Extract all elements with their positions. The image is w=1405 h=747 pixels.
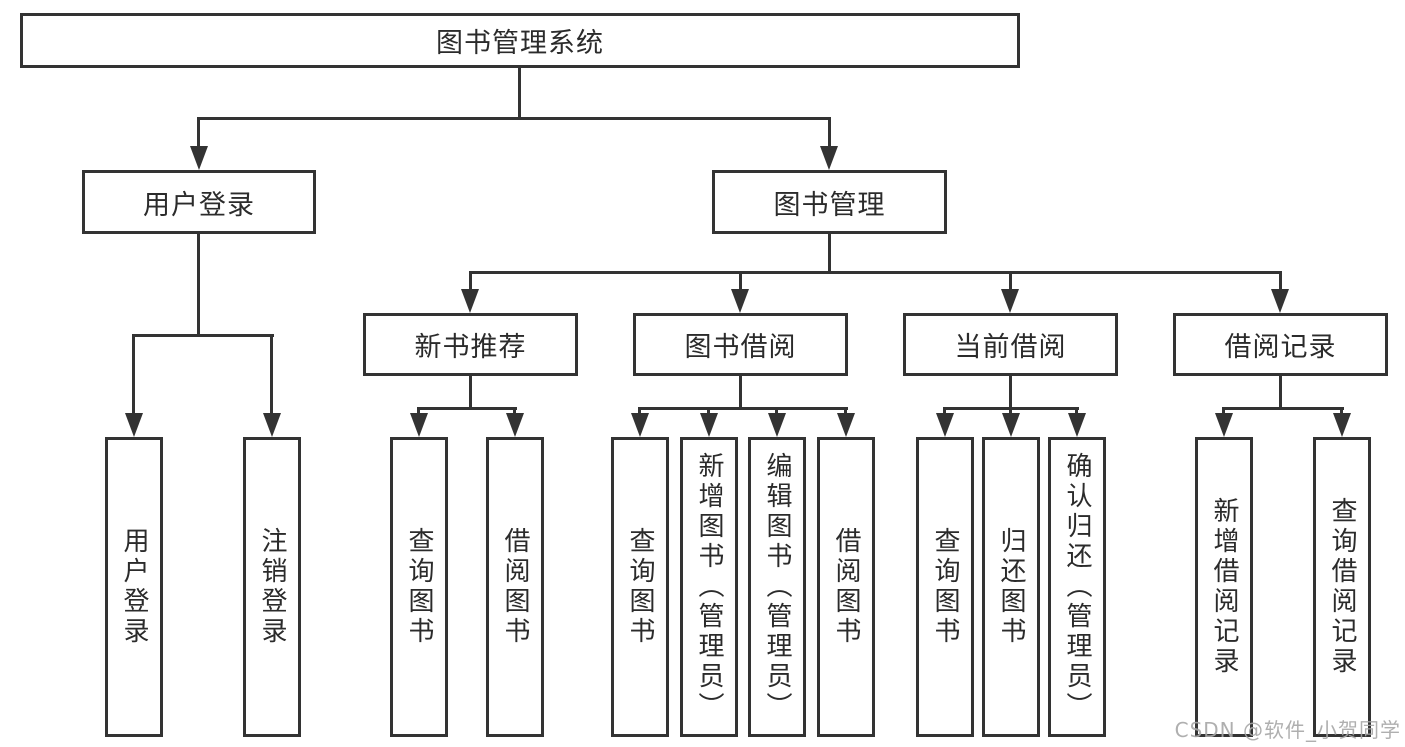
connector-stem (1279, 271, 1282, 292)
connector-stem (739, 271, 742, 292)
leaf-confirm-return-admin-label: 确认归还（管理员） (1062, 452, 1092, 722)
connector-stem (638, 407, 641, 416)
arrowhead-icon (125, 413, 143, 437)
leaf-query-books-borrow-label: 查询图书 (625, 527, 655, 647)
node-book-borrow-label: 图书借阅 (684, 332, 797, 363)
node-new-book-recommend: 新书推荐 (363, 313, 578, 376)
connector-vline (1279, 376, 1282, 407)
node-new-book-recommend-label: 新书推荐 (414, 332, 527, 363)
leaf-query-books-recommend: 查询图书 (390, 437, 448, 737)
arrowhead-icon (1271, 289, 1289, 313)
node-borrow-records-label: 借阅记录 (1224, 332, 1337, 363)
connector-stem (270, 334, 273, 416)
node-root-system: 图书管理系统 (20, 13, 1020, 68)
node-current-borrow: 当前借阅 (903, 313, 1118, 376)
connector-hline (132, 334, 274, 337)
leaf-logout: 注销登录 (243, 437, 301, 737)
arrowhead-icon (1068, 413, 1086, 437)
connector-vline (1009, 376, 1012, 407)
node-user-login-label: 用户登录 (143, 189, 255, 221)
node-current-borrow-label: 当前借阅 (954, 332, 1067, 363)
arrowhead-icon (1002, 413, 1020, 437)
leaf-query-borrow-record: 查询借阅记录 (1313, 437, 1371, 737)
leaf-borrow-books: 借阅图书 (817, 437, 875, 737)
leaf-edit-books-admin-label: 编辑图书（管理员） (762, 452, 792, 722)
connector-hline (638, 407, 848, 410)
node-borrow-records: 借阅记录 (1173, 313, 1388, 376)
connector-stem (513, 407, 516, 416)
leaf-return-books-label: 归还图书 (996, 527, 1026, 647)
leaf-user-login-label: 用户登录 (119, 527, 149, 647)
arrowhead-icon (410, 413, 428, 437)
arrowhead-icon (631, 413, 649, 437)
leaf-add-books-admin-label: 新增图书（管理员） (694, 452, 724, 722)
connector-stem (1222, 407, 1225, 416)
arrowhead-icon (190, 146, 208, 170)
connector-stem (775, 407, 778, 416)
leaf-query-books-current: 查询图书 (916, 437, 974, 737)
connector-hline (197, 117, 831, 120)
node-user-login: 用户登录 (82, 170, 316, 234)
connector-stem (1009, 271, 1012, 292)
arrowhead-icon (837, 413, 855, 437)
arrowhead-icon (936, 413, 954, 437)
connector-stem (828, 117, 831, 148)
leaf-edit-books-admin: 编辑图书（管理员） (748, 437, 806, 737)
connector-vline (518, 68, 521, 117)
leaf-add-books-admin: 新增图书（管理员） (680, 437, 738, 737)
connector-stem (417, 407, 420, 416)
leaf-query-borrow-record-label: 查询借阅记录 (1327, 497, 1357, 677)
connector-stem (943, 407, 946, 416)
connector-stem (469, 271, 472, 292)
leaf-user-login: 用户登录 (105, 437, 163, 737)
connector-stem (844, 407, 847, 416)
connector-vline (739, 376, 742, 407)
connector-hline (1222, 407, 1344, 410)
node-book-borrow: 图书借阅 (633, 313, 848, 376)
connector-stem (1009, 407, 1012, 416)
arrowhead-icon (461, 289, 479, 313)
connector-stem (707, 407, 710, 416)
leaf-query-books-borrow: 查询图书 (611, 437, 669, 737)
leaf-add-borrow-record: 新增借阅记录 (1195, 437, 1253, 737)
node-book-management-label: 图书管理 (773, 189, 886, 221)
connector-stem (1340, 407, 1343, 416)
connector-stem (1075, 407, 1078, 416)
arrowhead-icon (263, 413, 281, 437)
connector-vline (469, 376, 472, 407)
connector-stem (197, 117, 200, 148)
leaf-query-books-recommend-label: 查询图书 (404, 527, 434, 647)
node-book-management: 图书管理 (712, 170, 947, 234)
arrowhead-icon (1001, 289, 1019, 313)
connector-vline (828, 234, 831, 271)
arrowhead-icon (1215, 413, 1233, 437)
connector-hline (417, 407, 517, 410)
csdn-watermark: CSDN @软件_小贺同学 (1174, 718, 1401, 742)
arrowhead-icon (700, 413, 718, 437)
arrowhead-icon (768, 413, 786, 437)
leaf-query-books-current-label: 查询图书 (930, 527, 960, 647)
leaf-borrow-books-recommend: 借阅图书 (486, 437, 544, 737)
leaf-return-books: 归还图书 (982, 437, 1040, 737)
arrowhead-icon (1333, 413, 1351, 437)
leaf-confirm-return-admin: 确认归还（管理员） (1048, 437, 1106, 737)
leaf-borrow-books-recommend-label: 借阅图书 (500, 527, 530, 647)
leaf-logout-label: 注销登录 (257, 527, 287, 647)
leaf-borrow-books-label: 借阅图书 (831, 527, 861, 647)
arrowhead-icon (506, 413, 524, 437)
leaf-add-borrow-record-label: 新增借阅记录 (1209, 497, 1239, 677)
connector-vline (197, 234, 200, 334)
arrowhead-icon (731, 289, 749, 313)
connector-hline (469, 271, 1282, 274)
arrowhead-icon (820, 146, 838, 170)
connector-stem (132, 334, 135, 416)
node-root-label: 图书管理系统 (436, 28, 604, 59)
